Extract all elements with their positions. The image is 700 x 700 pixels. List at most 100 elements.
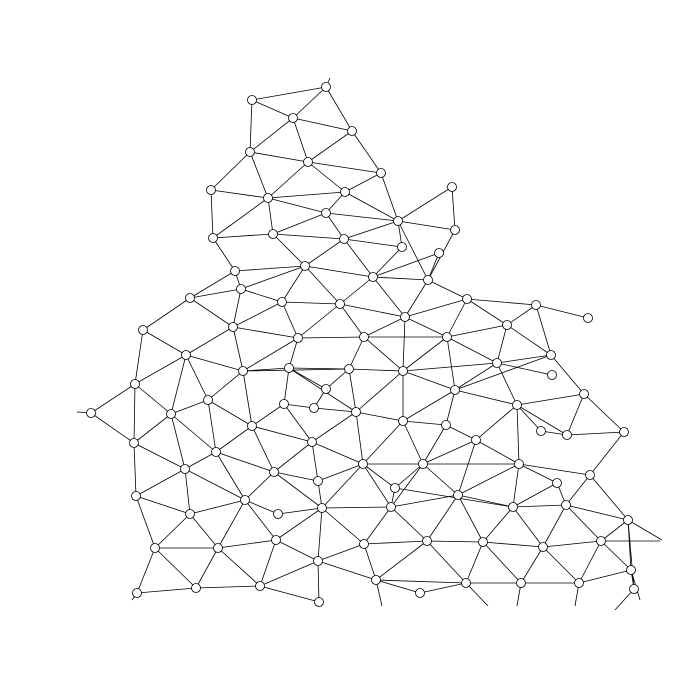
mesh-node <box>138 325 148 335</box>
mesh-edge <box>273 471 323 509</box>
mesh-edge-stub <box>627 519 663 541</box>
mesh-node <box>447 182 457 192</box>
mesh-node <box>461 578 471 588</box>
mesh-edge <box>348 336 365 370</box>
mesh-edge <box>215 425 253 453</box>
mesh-edge <box>362 420 404 465</box>
mesh-node <box>228 322 238 332</box>
mesh-edge <box>212 197 269 239</box>
mesh-edge <box>426 540 467 584</box>
mesh-node <box>583 313 593 323</box>
mesh-node <box>538 542 548 552</box>
mesh-edge <box>516 404 568 436</box>
mesh-node <box>245 147 255 157</box>
mesh-edge <box>402 420 447 426</box>
mesh-edge <box>351 130 382 174</box>
mesh-edge <box>506 324 552 356</box>
mesh-edge <box>170 399 209 415</box>
mesh-edge <box>404 316 448 338</box>
mesh-edge <box>372 246 403 278</box>
mesh-edge <box>542 540 602 548</box>
mesh-edge <box>343 238 374 278</box>
mesh-edge <box>283 403 315 409</box>
mesh-node <box>492 358 502 368</box>
mesh-edge <box>339 276 374 305</box>
mesh-edge <box>244 499 279 515</box>
mesh-edge <box>446 336 456 391</box>
mesh-edge <box>404 279 429 318</box>
mesh-edge <box>189 499 246 515</box>
mesh-node <box>351 407 361 417</box>
mesh-edge <box>317 463 364 482</box>
mesh-edge <box>212 233 274 239</box>
mesh-edge <box>426 540 484 543</box>
mesh-node <box>321 82 331 92</box>
mesh-edge <box>259 539 277 587</box>
mesh-node <box>335 299 345 309</box>
mesh-node <box>512 400 522 410</box>
mesh-node <box>376 168 386 178</box>
mesh-node <box>442 332 452 342</box>
mesh-node <box>371 575 381 585</box>
mesh-node <box>131 491 141 501</box>
mesh-edge <box>445 424 477 441</box>
mesh-edge <box>402 389 456 422</box>
mesh-node <box>130 379 140 389</box>
mesh-edge <box>344 191 399 222</box>
mesh-edge <box>232 301 283 328</box>
mesh-edge <box>339 303 406 318</box>
mesh-edge <box>210 189 214 239</box>
mesh-edge <box>402 336 448 372</box>
mesh-edge <box>311 441 319 482</box>
mesh-edge <box>259 585 320 603</box>
mesh-edge <box>446 298 468 338</box>
mesh-edge <box>185 354 244 372</box>
mesh-edge <box>189 297 234 328</box>
mesh-edge <box>317 507 323 562</box>
mesh-edge <box>215 451 246 501</box>
mesh-edge <box>307 161 346 193</box>
mesh-edge <box>445 389 456 426</box>
mesh-edge <box>516 393 585 406</box>
mesh-edge <box>185 326 234 356</box>
mesh-edge <box>307 161 382 174</box>
mesh-edge <box>275 507 323 541</box>
mesh-node <box>531 300 541 310</box>
mesh-edge <box>267 197 274 235</box>
mesh-edge <box>466 298 508 326</box>
mesh-nodes <box>86 82 639 607</box>
mesh-node <box>626 565 636 575</box>
mesh-node <box>321 208 331 218</box>
mesh-node <box>273 509 283 519</box>
mesh-node <box>471 435 481 445</box>
mesh-edge <box>297 303 341 339</box>
mesh-node <box>462 294 472 304</box>
mesh-edge <box>457 463 520 496</box>
mesh-edge <box>170 413 186 470</box>
mesh-node <box>390 483 400 493</box>
mesh-node <box>453 490 463 500</box>
mesh-edge <box>362 463 392 508</box>
mesh-node <box>300 261 310 271</box>
mesh-edge <box>496 362 553 376</box>
mesh-edge <box>397 220 429 281</box>
mesh-edge <box>321 506 392 509</box>
mesh-node <box>574 578 584 588</box>
mesh-edge <box>259 560 319 587</box>
mesh-node <box>368 272 378 282</box>
mesh-edge <box>170 413 217 453</box>
mesh-edge <box>317 560 377 581</box>
mesh-edge <box>496 324 508 364</box>
mesh-edge <box>281 301 299 339</box>
mesh-edge <box>394 463 424 489</box>
mesh-node <box>508 502 518 512</box>
mesh-edge <box>465 541 484 584</box>
mesh-node <box>208 233 218 243</box>
mesh-edge <box>251 403 285 427</box>
mesh-node <box>552 478 562 488</box>
mesh-edge <box>325 212 345 240</box>
mesh-edge <box>372 252 440 278</box>
mesh-edge <box>90 412 135 444</box>
mesh-node <box>340 187 350 197</box>
mesh-edge <box>281 265 306 303</box>
